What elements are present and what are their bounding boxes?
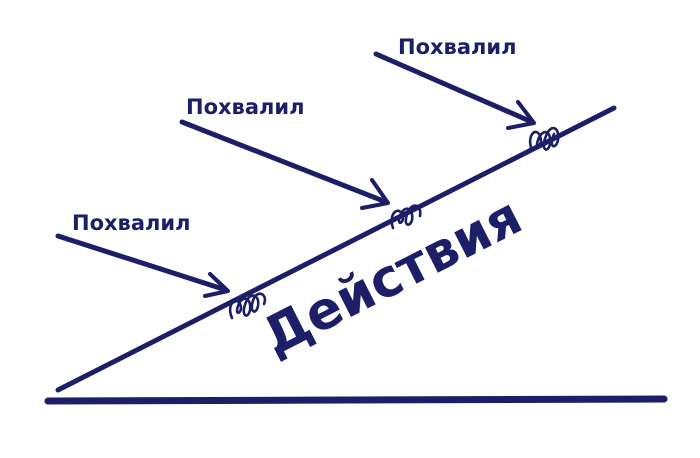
praise-arrow-shaft [373, 51, 535, 125]
praise-label: Похвалил [72, 211, 190, 235]
coil-mark [390, 204, 422, 230]
coil-mark [528, 126, 560, 152]
praise-arrow-shaft [55, 233, 229, 293]
praise-label: Похвалил [186, 95, 304, 119]
praise-arrowhead [360, 178, 390, 210]
coil-mark [228, 292, 267, 320]
baseline-line [44, 395, 668, 405]
praise-arrowhead [203, 272, 230, 298]
actions-line [55, 105, 617, 393]
praise-arrowhead [506, 100, 536, 130]
praise-label: Похвалил [398, 35, 516, 59]
praise-arrow-shaft [179, 119, 389, 205]
